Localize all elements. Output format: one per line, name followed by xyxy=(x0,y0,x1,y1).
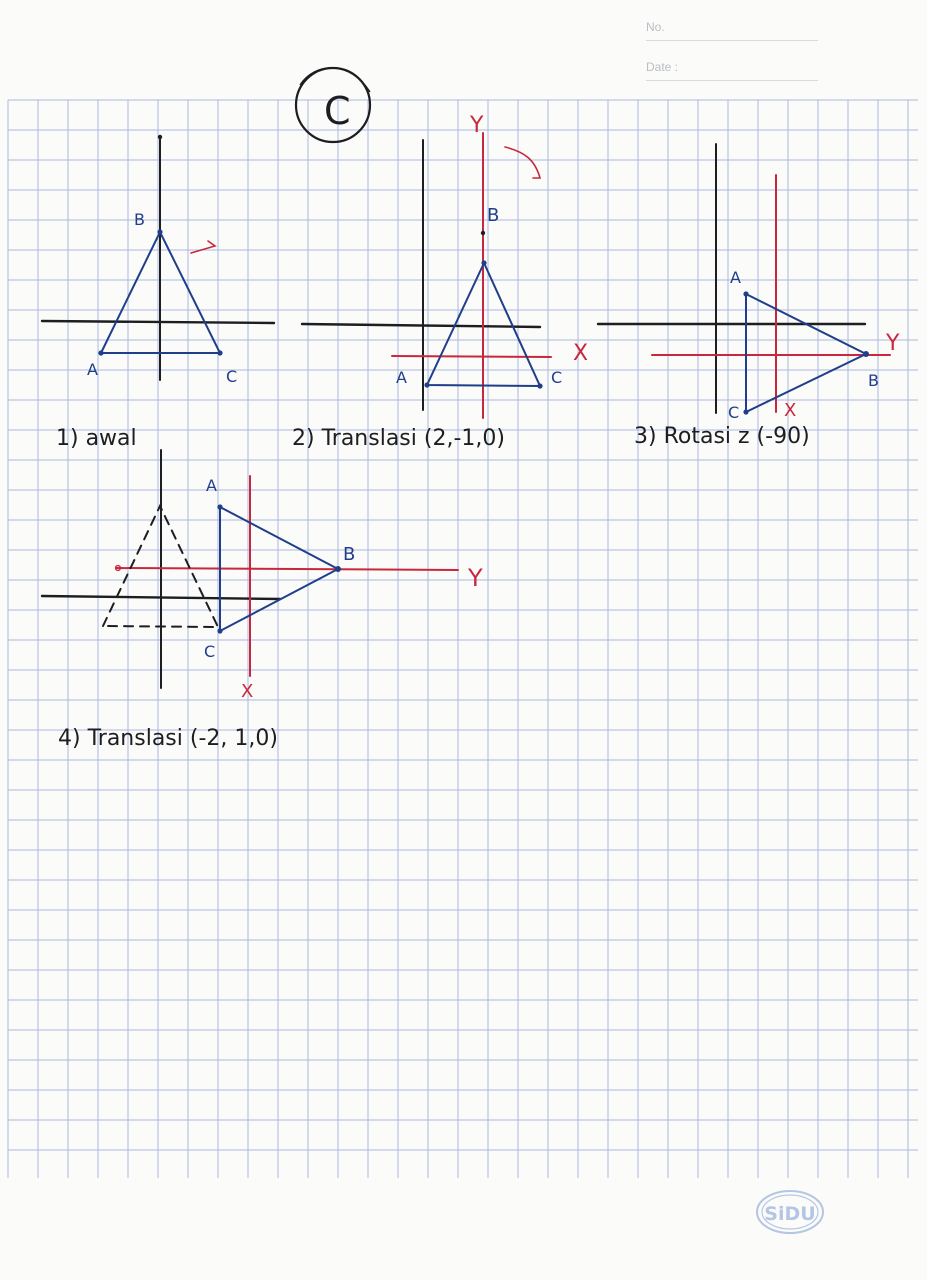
fig1-red-arrow xyxy=(190,240,217,254)
no-label: No. xyxy=(646,20,665,34)
fig2-triangle xyxy=(425,260,542,388)
fig2-label-b: B xyxy=(487,205,499,226)
fig4-label-b: B xyxy=(343,544,355,565)
fig4-horizontal-axis xyxy=(40,594,282,601)
figure-3-rotation: A B C Y X 3) Rotasi z (-90) xyxy=(596,143,900,449)
graph-paper-grid xyxy=(7,99,918,1178)
fig4-label-c: C xyxy=(204,642,215,661)
fig2-caption: 2) Translasi (2,-1,0) xyxy=(292,426,505,451)
fig4-dashed-original-triangle xyxy=(102,503,220,629)
fig1-label-a: A xyxy=(87,360,98,379)
fig2-label-a: A xyxy=(396,368,407,387)
fig2-horizontal-axis xyxy=(300,322,542,329)
fig2-axis-label-x: X xyxy=(573,341,588,366)
date-field: Date : xyxy=(646,60,818,81)
sidu-logo-text: SiDU xyxy=(764,1203,815,1225)
fig3-axis-label-y: Y xyxy=(885,331,900,356)
fig3-label-a: A xyxy=(730,268,741,287)
fig1-caption: 1) awal xyxy=(56,426,137,451)
fig3-label-c: C xyxy=(728,403,739,422)
fig1-label-b: B xyxy=(134,210,145,229)
fig3-label-b: B xyxy=(868,371,879,390)
fig2-red-arrow xyxy=(504,146,542,179)
fig2-axis-label-y: Y xyxy=(469,113,484,138)
fig2-label-c: C xyxy=(551,368,562,387)
no-field: No. xyxy=(646,20,818,41)
fig3-axis-label-x: X xyxy=(784,400,796,421)
fig3-triangle xyxy=(745,292,869,414)
fig3-caption: 3) Rotasi z (-90) xyxy=(634,424,810,449)
fig4-axis-label-x: X xyxy=(241,681,253,702)
fig4-label-a: A xyxy=(206,476,217,495)
fig4-triangle xyxy=(219,505,341,633)
fig4-red-y-axis xyxy=(116,567,459,571)
section-label: C xyxy=(324,89,351,133)
fig4-caption: 4) Translasi (-2, 1,0) xyxy=(58,726,278,751)
sidu-logo: SiDU xyxy=(756,1190,824,1234)
fig2-red-x-axis xyxy=(391,355,552,358)
fig1-label-c: C xyxy=(226,367,237,386)
fig1-triangle xyxy=(99,229,222,354)
date-label: Date : xyxy=(646,60,679,74)
figure-2-translation: Y X B A C 2) Translasi (2,-1,0) xyxy=(292,113,588,451)
fig4-axis-label-y: Y xyxy=(467,564,483,592)
section-label-circle: C xyxy=(294,66,372,144)
figure-4-translation-back: A B C Y X 4) Translasi (-2, 1,0) xyxy=(40,449,483,751)
figure-1-initial: B A C 1) awal xyxy=(40,134,276,451)
fig1-horizontal-axis xyxy=(40,319,276,325)
